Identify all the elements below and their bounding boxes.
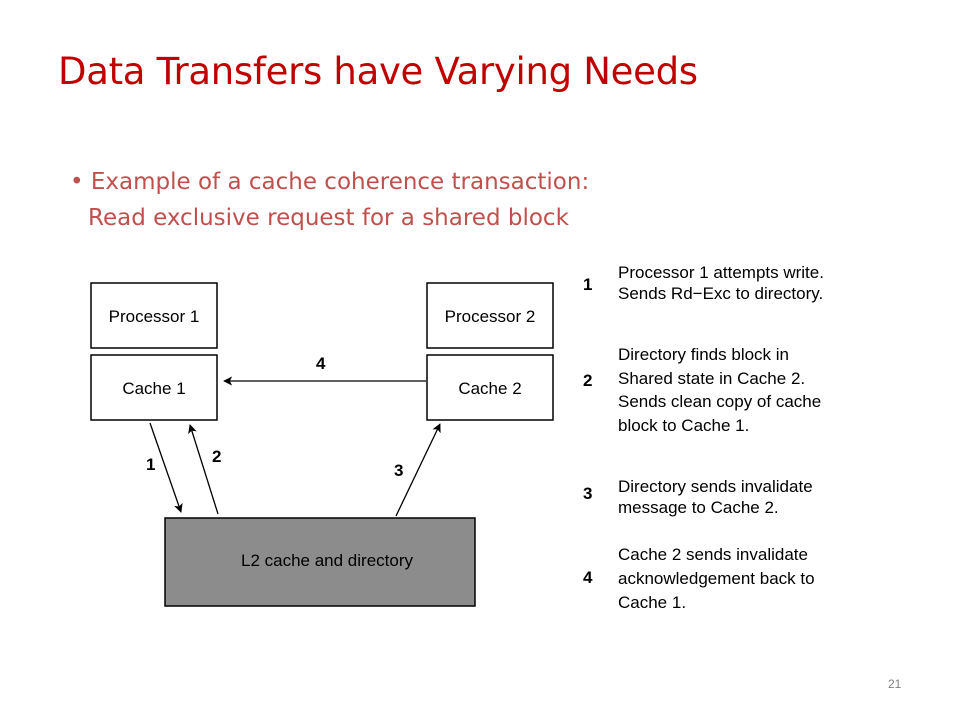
step-3-text: Directory sends invalidate message to Ca… (618, 476, 813, 518)
l2-cache-directory-label: L2 cache and directory (241, 551, 413, 570)
step-4-line-1: Cache 2 sends invalidate (618, 545, 808, 564)
l2-cache-directory-box: L2 cache and directory (164, 517, 476, 607)
step-2-line-4: block to Cache 1. (618, 415, 750, 435)
step-3-number: 3 (583, 484, 593, 503)
step-3-line-1: Directory sends invalidate (618, 477, 813, 496)
step-3-line-2: message to Cache 2. (618, 498, 779, 517)
arrow-2 (188, 424, 219, 515)
arrow-3 (395, 423, 441, 517)
step-2-line-3: Sends clean copy of cache (618, 392, 822, 411)
step-2-line-1: Directory finds block in (618, 345, 790, 364)
bullet-text-1: Example of a cache coherence transaction… (90, 169, 590, 195)
step-4-line-2: acknowledgement back to (618, 569, 815, 588)
step-2-number: 2 (583, 371, 593, 390)
cache-1-label: Cache 1 (122, 379, 185, 398)
processor-2-box: Processor 2 (426, 282, 554, 349)
slide-title: Data Transfers have Varying Needs (58, 50, 698, 93)
cache-2-box: Cache 2 (426, 354, 554, 421)
step-4-line-3: Cache 1. (618, 593, 687, 612)
arrow-3-label: 3 (394, 461, 403, 480)
step-1-line-1: Processor 1 attempts write. (618, 263, 824, 282)
bullet-line-2: Read exclusive request for a shared bloc… (88, 205, 569, 231)
step-2-line-2: Shared state in Cache 2. (618, 368, 806, 388)
step-1-text: Processor 1 attempts write. Sends Rd−Exc… (618, 262, 824, 304)
step-4-text: Cache 2 sends invalidate acknowledgement… (618, 543, 815, 615)
bullet-point: • Example of a cache coherence transacti… (70, 164, 589, 236)
step-2-text: Directory finds block in Shared state in… (618, 343, 821, 437)
step-4-number: 4 (583, 568, 593, 587)
arrow-1-label: 1 (146, 455, 155, 474)
processor-1-box: Processor 1 (90, 282, 218, 349)
processor-1-label: Processor 1 (109, 307, 200, 326)
page-number: 21 (888, 677, 902, 691)
processor-2-label: Processor 2 (445, 307, 536, 326)
cache-2-label: Cache 2 (458, 379, 521, 398)
step-1-line-2: Sends Rd−Exc to directory. (618, 284, 824, 303)
bullet-line-1: • Example of a cache coherence transacti… (70, 169, 590, 195)
cache-1-box: Cache 1 (90, 354, 218, 421)
arrow-4-label: 4 (316, 354, 326, 373)
arrow-1 (149, 422, 183, 513)
step-1-number: 1 (583, 275, 593, 294)
arrow-2-label: 2 (212, 447, 221, 466)
